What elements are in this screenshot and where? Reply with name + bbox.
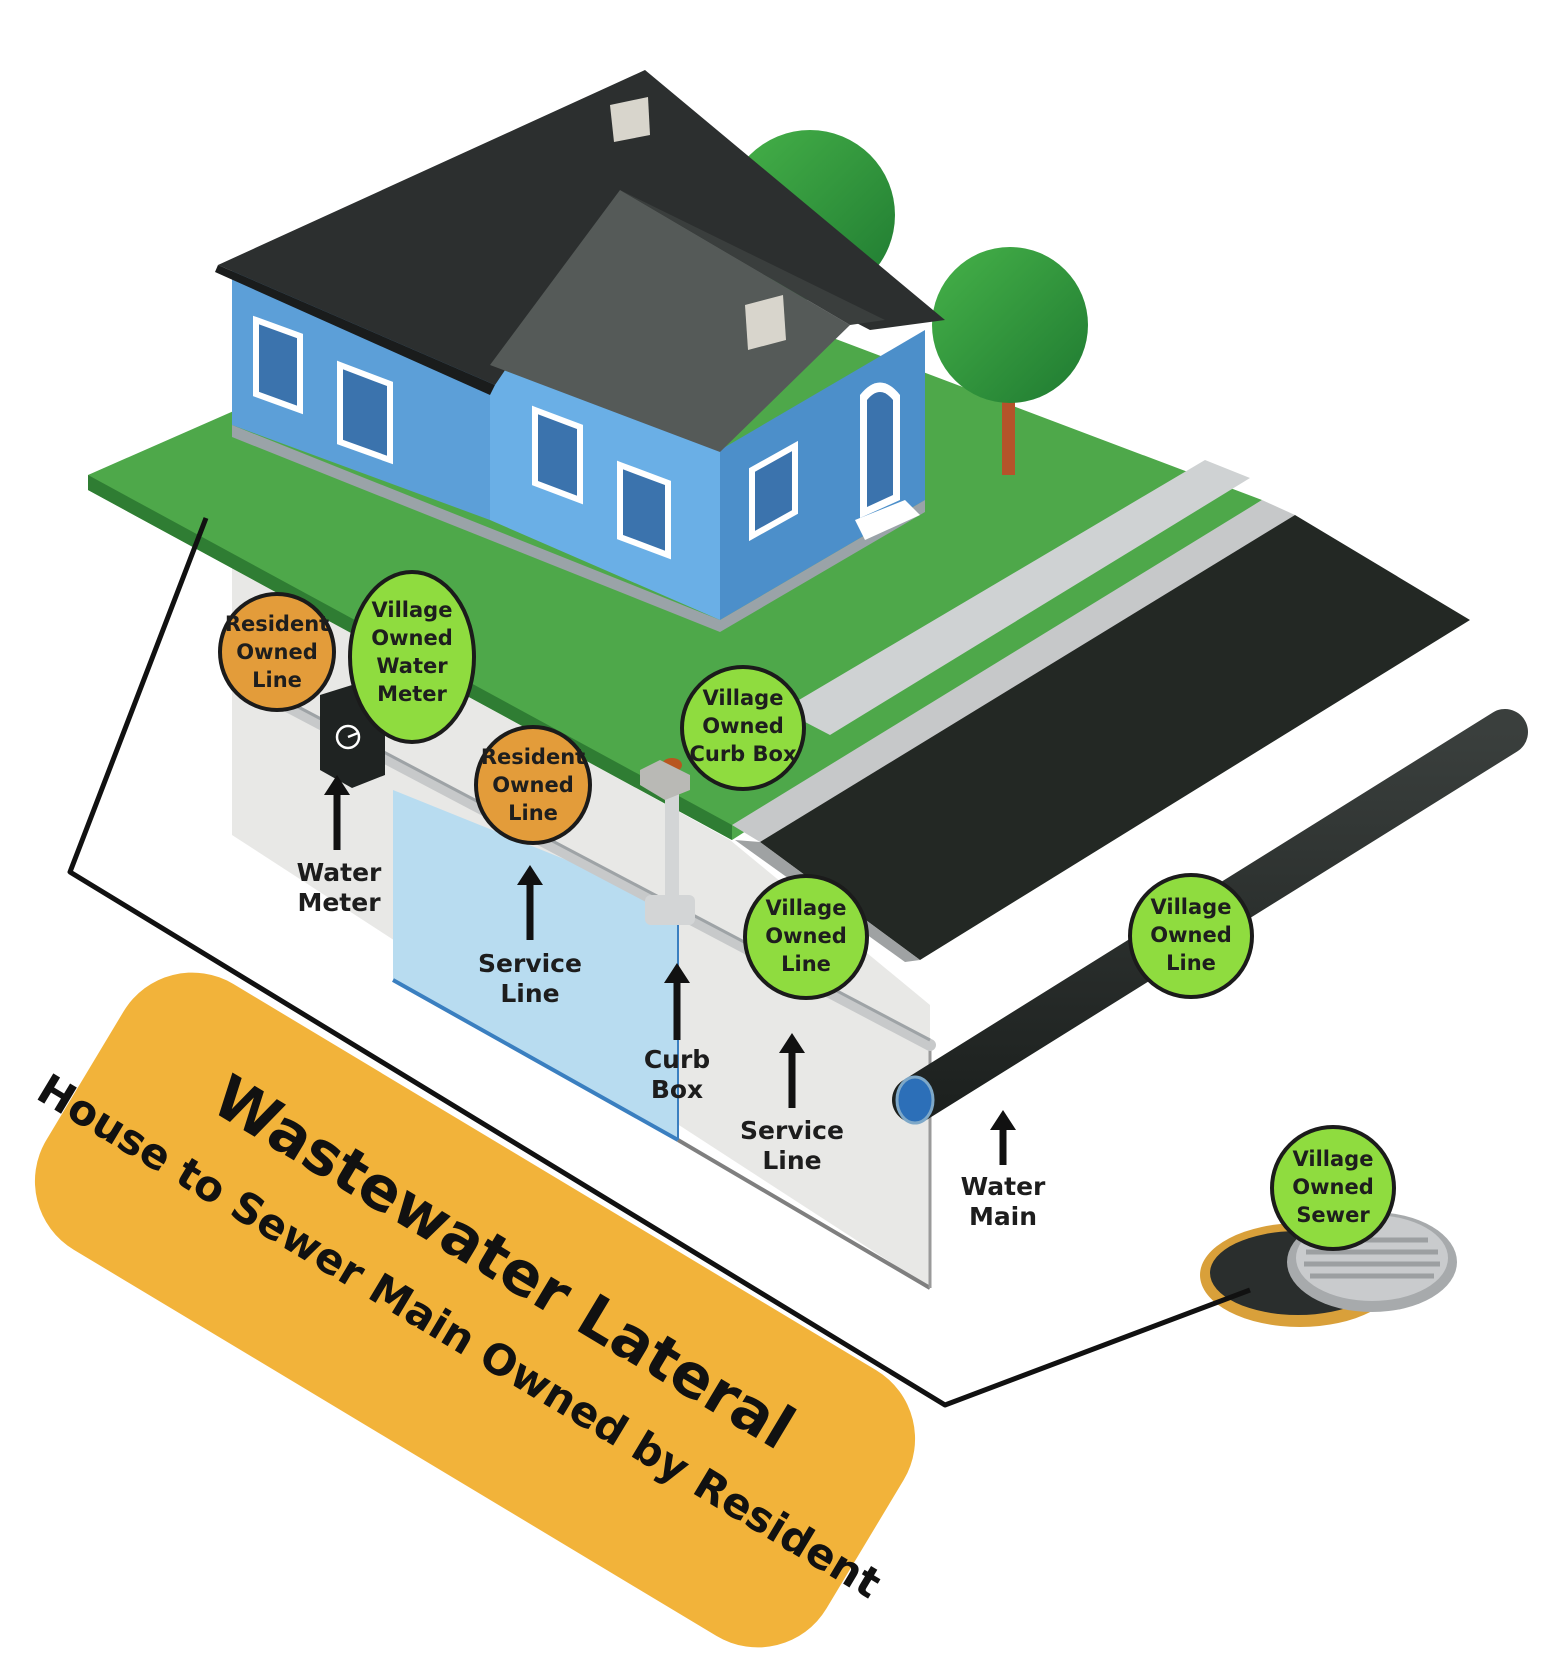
badge-line: Owned [371, 626, 452, 650]
sidewalk [782, 460, 1250, 735]
curb-box-riser [640, 758, 695, 925]
label-line: Curb [644, 1045, 710, 1074]
meter-dial-icon [335, 724, 361, 750]
window-icon [749, 440, 798, 542]
label-water-meter: Water Meter [297, 858, 382, 917]
label-service-line-2: Service Line [740, 1116, 844, 1175]
badge-line: Village [372, 598, 453, 622]
label-line: Line [500, 979, 559, 1008]
house [215, 70, 945, 632]
badge-line: Owned [765, 924, 846, 948]
arrow-up-icon [990, 1110, 1016, 1165]
badge-line: Owned [1292, 1175, 1373, 1199]
badge-line: Owned [492, 773, 573, 797]
badge-village-owned-curb-box: Village Owned Curb Box [680, 665, 806, 791]
window-icon [253, 315, 303, 415]
badge-village-owned-line-2: Village Owned Line [1128, 873, 1254, 999]
label-line: Main [969, 1202, 1037, 1231]
label-water-main: Water Main [961, 1172, 1046, 1231]
badge-resident-owned-line-2: Resident Owned Line [474, 725, 592, 845]
badge-line: Owned [1150, 923, 1231, 947]
window-icon [337, 360, 393, 465]
chimney-icon [610, 97, 650, 142]
label-service-line-1: Service Line [478, 949, 582, 1008]
badge-village-owned-water-meter: Village Owned Water Meter [348, 570, 476, 744]
badge-line: Owned [236, 640, 317, 664]
badge-village-owned-line-1: Village Owned Line [743, 874, 869, 1000]
chimney-icon [745, 295, 786, 350]
badge-line: Resident [481, 745, 585, 769]
label-line: Water [961, 1172, 1046, 1201]
label-line: Water [297, 858, 382, 887]
badge-line: Village [1293, 1147, 1374, 1171]
badge-line: Curb Box [689, 742, 796, 766]
lateral-bracket-line [67, 517, 1251, 1408]
badge-line: Sewer [1296, 1203, 1370, 1227]
badge-line: Line [1166, 951, 1216, 975]
badge-line: Village [703, 686, 784, 710]
badge-line: Line [508, 801, 558, 825]
arrow-up-icon [664, 963, 690, 1040]
badge-village-owned-sewer: Village Owned Sewer [1270, 1125, 1396, 1251]
badge-line: Meter [377, 682, 447, 706]
arrow-up-icon [324, 775, 350, 850]
window-icon [617, 460, 671, 560]
label-line: Service [478, 949, 582, 978]
label-curb-box: Curb Box [644, 1045, 710, 1104]
label-line: Service [740, 1116, 844, 1145]
street [760, 515, 1470, 960]
arrow-up-icon [779, 1033, 805, 1108]
badge-resident-owned-line-1: Resident Owned Line [218, 592, 336, 712]
window-icon [532, 405, 583, 505]
badge-line: Village [766, 896, 847, 920]
badge-line: Village [1151, 895, 1232, 919]
label-line: Line [762, 1146, 821, 1175]
label-line: Meter [297, 888, 381, 917]
badge-line: Water [376, 654, 448, 678]
badge-line: Line [781, 952, 831, 976]
badge-line: Line [252, 668, 302, 692]
label-line: Box [651, 1075, 703, 1104]
tree-front [932, 247, 1088, 475]
curb [732, 500, 1295, 842]
arrow-up-icon [517, 865, 543, 940]
badge-line: Resident [225, 612, 329, 636]
badge-line: Owned [702, 714, 783, 738]
